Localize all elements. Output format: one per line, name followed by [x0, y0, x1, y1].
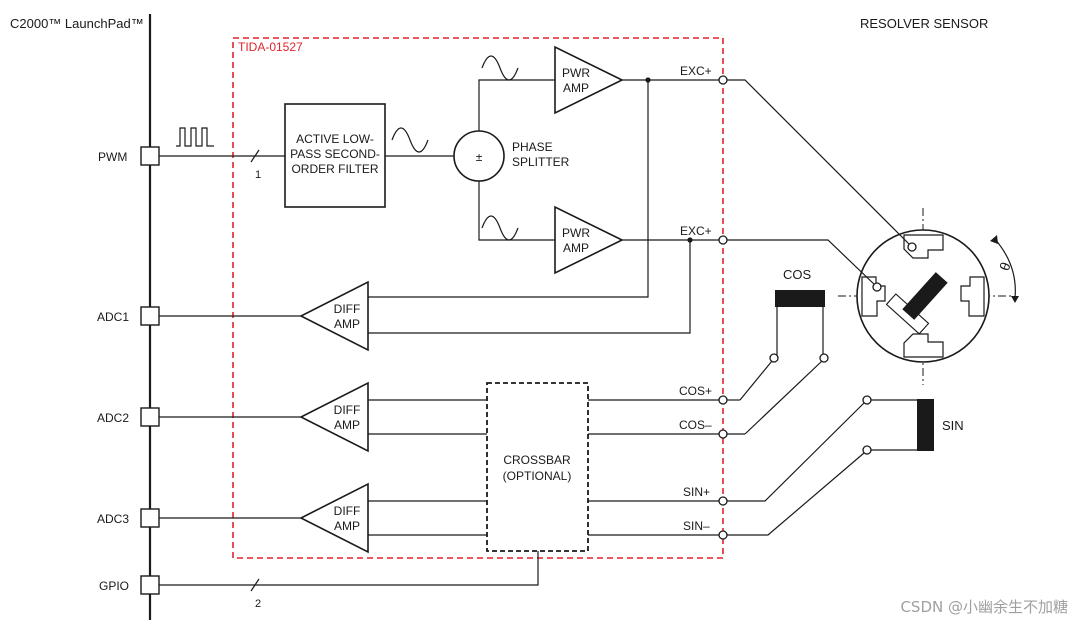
diff-amp-adc1-label-1: DIFF: [334, 302, 361, 316]
pin-label-adc1: ADC1: [97, 310, 129, 324]
sine-wave-icon: [481, 215, 519, 241]
cos-plus-ext-wire: [739, 360, 773, 401]
diff-amp-adc3-label-2: AMP: [334, 519, 360, 533]
pin-box: [140, 407, 160, 427]
splitter-to-pwr-amp-bottom-wire: [478, 181, 555, 241]
stator-pole-right: [960, 276, 985, 317]
angle-arrow-tail: [990, 235, 998, 244]
cos-minus-label: COS–: [679, 418, 712, 432]
angle-arc: [993, 237, 1016, 299]
exc-top-label: EXC+: [680, 64, 712, 78]
connector-cos-plus: [718, 395, 728, 405]
pwr-amp-bottom-label-1: PWR: [562, 226, 590, 240]
resolver-header: RESOLVER SENSOR: [860, 16, 988, 31]
connector-exc-bottom: [718, 235, 728, 245]
stator-pole-top: [903, 234, 944, 259]
phase-splitter-label-1: PHASE: [512, 140, 553, 154]
rotor-body: [885, 293, 930, 335]
pwr-amp-top-label-2: AMP: [563, 81, 589, 95]
pin-label-gpio: GPIO: [99, 579, 129, 593]
sine-wave-icon: [481, 55, 519, 81]
sin-minus-ext-wire: [727, 452, 865, 536]
stator-pole-bottom: [903, 333, 944, 358]
bus-slash-pwm: [250, 149, 260, 163]
filter-label-3: ORDER FILTER: [291, 162, 378, 176]
pin-adc3: ADC3: [97, 508, 160, 528]
sin-coil-terminal: [862, 445, 872, 455]
sin-coil-terminal: [862, 395, 872, 405]
launchpad-header: C2000™ LaunchPad™: [10, 16, 144, 31]
pin-box: [140, 146, 160, 166]
pin-label-pwm: PWM: [98, 150, 127, 164]
bus-width-pwm: 1: [255, 169, 261, 181]
pin-box: [140, 575, 160, 595]
connector-sin-plus: [718, 496, 728, 506]
sin-coil-label: SIN: [942, 418, 964, 433]
rotor-winding: [902, 272, 948, 320]
board-outline: [232, 37, 724, 559]
crossbar-label-2: (OPTIONAL): [503, 469, 572, 483]
cos-coil: [775, 290, 825, 307]
sin-minus-label: SIN–: [683, 519, 710, 533]
resolver-sensor: θ: [838, 208, 1019, 385]
pin-box: [140, 306, 160, 326]
pin-box: [140, 508, 160, 528]
phase-splitter-label-2: SPLITTER: [512, 155, 570, 169]
splitter-to-pwr-amp-top-wire: [478, 79, 555, 131]
crossbar-label-1: CROSSBAR: [503, 453, 571, 467]
angle-symbol: θ: [996, 260, 1014, 273]
filter-label-1: ACTIVE LOW-: [296, 132, 374, 146]
cos-coil-terminal: [819, 353, 829, 363]
connector-exc-top: [718, 75, 728, 85]
angle-arrow-head: [1011, 296, 1019, 303]
exc-bottom-label: EXC+: [680, 224, 712, 238]
sin-plus-ext-wire: [727, 402, 865, 502]
sine-wave-icon: [391, 127, 429, 153]
pin-adc2: ADC2: [97, 407, 160, 427]
pin-gpio: GPIO: [99, 575, 160, 595]
diff-amp-adc3: [299, 482, 369, 554]
diff-amp-adc1: [299, 280, 369, 352]
exc-bottom-to-resolver-wire: [727, 239, 878, 288]
power-amp-top: [554, 45, 624, 115]
phase-splitter-symbol: ±: [476, 150, 483, 164]
crossbar-block: [486, 382, 589, 552]
sin-coil: [917, 399, 934, 451]
connector-sin-minus: [718, 530, 728, 540]
pwm-pulse-icon: [176, 127, 214, 147]
diff-amp-adc2-label-2: AMP: [334, 418, 360, 432]
pwr-amp-bottom-label-2: AMP: [563, 241, 589, 255]
sin-plus-label: SIN+: [683, 485, 710, 499]
pin-label-adc2: ADC2: [97, 411, 129, 425]
bus-slash-gpio: [250, 578, 260, 592]
filter-label-2: PASS SECOND-: [290, 147, 380, 161]
cos-coil-terminal: [769, 353, 779, 363]
cos-minus-ext-wire: [744, 360, 823, 435]
lowpass-filter-block: [284, 103, 386, 208]
board-label: TIDA-01527: [238, 40, 303, 54]
diff-amp-adc3-label-1: DIFF: [334, 504, 361, 518]
diff-amp-adc2-label-1: DIFF: [334, 403, 361, 417]
cos-coil-label: COS: [783, 267, 812, 282]
feedback-exc-bottom-wire: [368, 240, 691, 334]
gpio-wire: [159, 551, 539, 586]
diff-amp-adc2: [299, 381, 369, 453]
bus-width-gpio: 2: [255, 598, 261, 610]
cos-plus-label: COS+: [679, 384, 712, 398]
resolver-terminal: [907, 242, 917, 252]
diff-amp-adc1-label-2: AMP: [334, 317, 360, 331]
feedback-exc-top-wire: [368, 80, 649, 298]
pin-adc1: ADC1: [97, 306, 160, 326]
connector-cos-minus: [718, 429, 728, 439]
pwr-amp-top-label-1: PWR: [562, 66, 590, 80]
exc-top-to-resolver-wire: [727, 79, 913, 248]
power-amp-bottom: [554, 205, 624, 275]
pin-pwm: PWM: [98, 146, 160, 166]
resolver-terminal: [872, 282, 882, 292]
pin-label-adc3: ADC3: [97, 512, 129, 526]
watermark: CSDN @小幽余生不加糖: [900, 598, 1068, 616]
